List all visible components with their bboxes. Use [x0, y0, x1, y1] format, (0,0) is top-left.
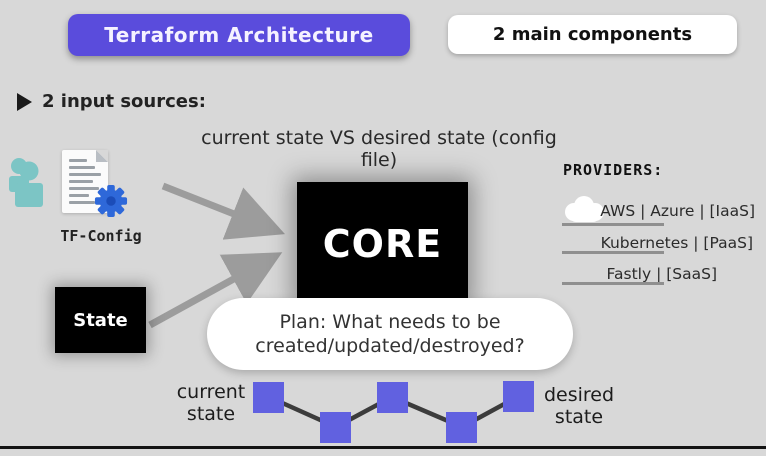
comparison-caption: current state VS desired state (config f…	[201, 127, 557, 171]
title-banner-label: Terraform Architecture	[104, 23, 374, 47]
state-label: State	[73, 309, 128, 331]
components-box: 2 main components	[448, 15, 737, 54]
title-banner: Terraform Architecture	[68, 14, 410, 56]
doc-text-line	[69, 180, 93, 183]
input-sources-heading: 2 input sources:	[17, 91, 206, 112]
doc-fold	[96, 150, 108, 162]
arrow-tfconfig-to-core	[161, 182, 286, 240]
core-label: CORE	[322, 221, 443, 266]
zigzag-square	[503, 381, 534, 412]
doc-text-line	[69, 159, 87, 162]
play-icon	[17, 92, 32, 111]
components-box-label: 2 main components	[492, 24, 693, 45]
provider-row-saas: Fastly | [SaaS]	[606, 265, 717, 283]
tf-config-label: TF-Config	[60, 227, 142, 245]
doc-text-line	[69, 201, 95, 204]
zigzag-square	[320, 412, 351, 443]
doc-text-line	[69, 166, 95, 169]
core-box: CORE	[297, 182, 468, 305]
state-box: State	[55, 287, 146, 353]
provider-divider	[562, 282, 664, 285]
doc-text-line	[69, 187, 99, 190]
desired-state-label: desired state	[543, 384, 615, 428]
provider-divider	[562, 251, 664, 254]
plan-bubble-line2: created/updated/destroyed?	[255, 335, 525, 357]
bottom-rule	[0, 446, 766, 449]
input-sources-label: 2 input sources:	[42, 91, 206, 112]
config-file-icon	[62, 150, 128, 218]
plan-bubble: Plan: What needs to be created/updated/d…	[207, 298, 573, 370]
doc-text-line	[69, 194, 89, 197]
current-state-label: current state	[176, 381, 246, 425]
zigzag-square	[377, 382, 408, 413]
provider-row-iaas: AWS | Azure | [IaaS]	[600, 202, 755, 220]
doc-text-line	[69, 173, 101, 176]
cloud-icon	[561, 195, 607, 225]
plan-bubble-line1: Plan: What needs to be	[279, 311, 501, 333]
gear-icon	[94, 184, 128, 218]
zigzag-square	[253, 382, 284, 413]
zigzag-square	[446, 412, 477, 443]
providers-heading: PROVIDERS:	[563, 161, 664, 179]
provider-row-paas: Kubernetes | [PaaS]	[600, 234, 753, 252]
provider-divider	[562, 223, 664, 226]
users-icon	[9, 158, 43, 207]
